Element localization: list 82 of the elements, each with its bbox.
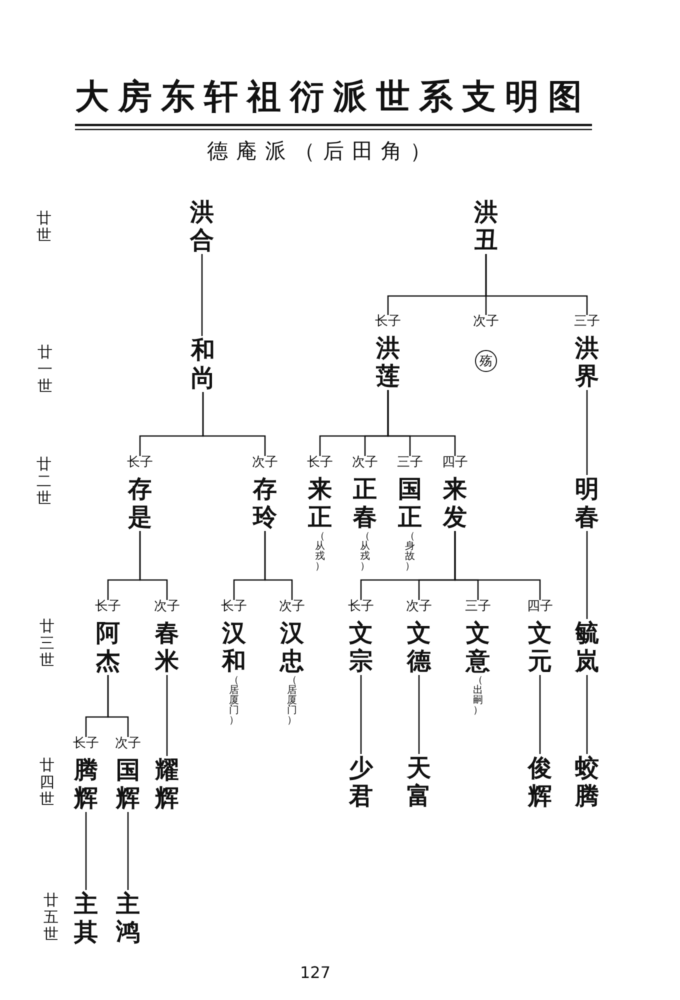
rank-label: 三子 <box>465 600 491 613</box>
person-name: 腾辉 <box>74 756 98 812</box>
rank-label: 次子 <box>279 600 305 613</box>
person-name: 明春 <box>575 475 599 531</box>
person-name: 文德 <box>407 619 431 675</box>
annotation-note: （居厦门） <box>287 676 297 726</box>
generation-label: 廿三世 <box>40 618 54 669</box>
connector-line <box>264 531 293 600</box>
rank-label: 长子 <box>375 315 401 328</box>
person-name: 洪莲 <box>376 334 400 390</box>
connector-line <box>202 392 266 456</box>
person-name: 汉和 <box>222 619 246 675</box>
annotation-note: （出嗣） <box>473 676 483 716</box>
rank-label: 长子 <box>95 600 121 613</box>
person-name: 国正 <box>398 475 422 531</box>
rank-label: 长子 <box>127 456 153 469</box>
rank-label: 三子 <box>397 456 423 469</box>
person-name: 主鸿 <box>116 890 140 946</box>
person-name: 俊辉 <box>528 754 552 810</box>
connector-line <box>127 812 129 890</box>
title: 大房东轩祖衍派世系支明图 <box>75 80 591 114</box>
connector-line <box>107 675 129 737</box>
rank-label: 次子 <box>115 737 141 750</box>
person-name: 阿杰 <box>96 619 120 675</box>
rank-label: 四子 <box>442 456 468 469</box>
connector-line <box>387 390 456 456</box>
rank-label: 三子 <box>574 315 600 328</box>
person-name: 蛟腾 <box>575 754 599 810</box>
rank-label: 次子 <box>352 456 378 469</box>
rank-label: 长子 <box>348 600 374 613</box>
person-name: 存是 <box>128 475 152 531</box>
annotation-note: （身故） <box>405 532 415 572</box>
generation-label: 廿一世 <box>38 344 52 395</box>
generation-label: 廿四世 <box>40 757 54 808</box>
annotation-note: （从戎） <box>360 532 370 572</box>
connector-line <box>539 675 541 754</box>
connector-line <box>360 675 362 754</box>
generation-label: 廿五世 <box>44 892 58 943</box>
person-name: 文元 <box>528 619 552 675</box>
person-name: 洪界 <box>575 334 599 390</box>
person-name: 汉忠 <box>280 619 304 675</box>
person-name: 存玲 <box>253 475 277 531</box>
connector-line <box>166 675 168 756</box>
connector-line <box>201 254 203 336</box>
person-name: 主其 <box>74 890 98 946</box>
person-name: 文宗 <box>349 619 373 675</box>
rank-label: 长子 <box>221 600 247 613</box>
person-name: 天富 <box>407 754 431 810</box>
person-name: 少君 <box>349 754 373 810</box>
connector-line <box>139 531 168 600</box>
rank-label: 次子 <box>473 315 499 328</box>
rank-label: 长子 <box>73 737 99 750</box>
connector-line <box>85 812 87 890</box>
connector-line <box>586 531 588 619</box>
rank-label: 四子 <box>527 600 553 613</box>
subtitle: 德庵派（后田角） <box>207 141 439 162</box>
rank-label: 次子 <box>406 600 432 613</box>
person-name: 文意 <box>466 619 490 675</box>
person-name: 正春 <box>353 475 377 531</box>
annotation-note: （居厦门） <box>229 676 239 726</box>
connector-line <box>485 254 588 315</box>
rank-label: 次子 <box>252 456 278 469</box>
generation-label: 廿二世 <box>36 456 52 507</box>
rank-label: 次子 <box>154 600 180 613</box>
rank-label: 长子 <box>307 456 333 469</box>
person-name: 来正 <box>308 475 332 531</box>
person-name: 洪合 <box>190 198 214 254</box>
person-name: 毓岚 <box>575 619 599 675</box>
connector-line <box>418 675 420 754</box>
person-name: 国辉 <box>116 756 140 812</box>
annotation-note: （从戎） <box>315 532 325 572</box>
person-name: 洪丑 <box>474 198 498 254</box>
connector-line <box>454 531 541 600</box>
person-name: 来发 <box>443 475 467 531</box>
person-name: 耀辉 <box>155 756 179 812</box>
page-number: 127 <box>300 965 331 981</box>
generation-label: 廿世 <box>36 210 52 244</box>
person-name: 和尚 <box>191 336 215 392</box>
connector-line <box>586 390 588 475</box>
person-name: 春米 <box>155 619 179 675</box>
connector-line <box>586 675 588 754</box>
circled-character: 殇 <box>475 350 497 372</box>
